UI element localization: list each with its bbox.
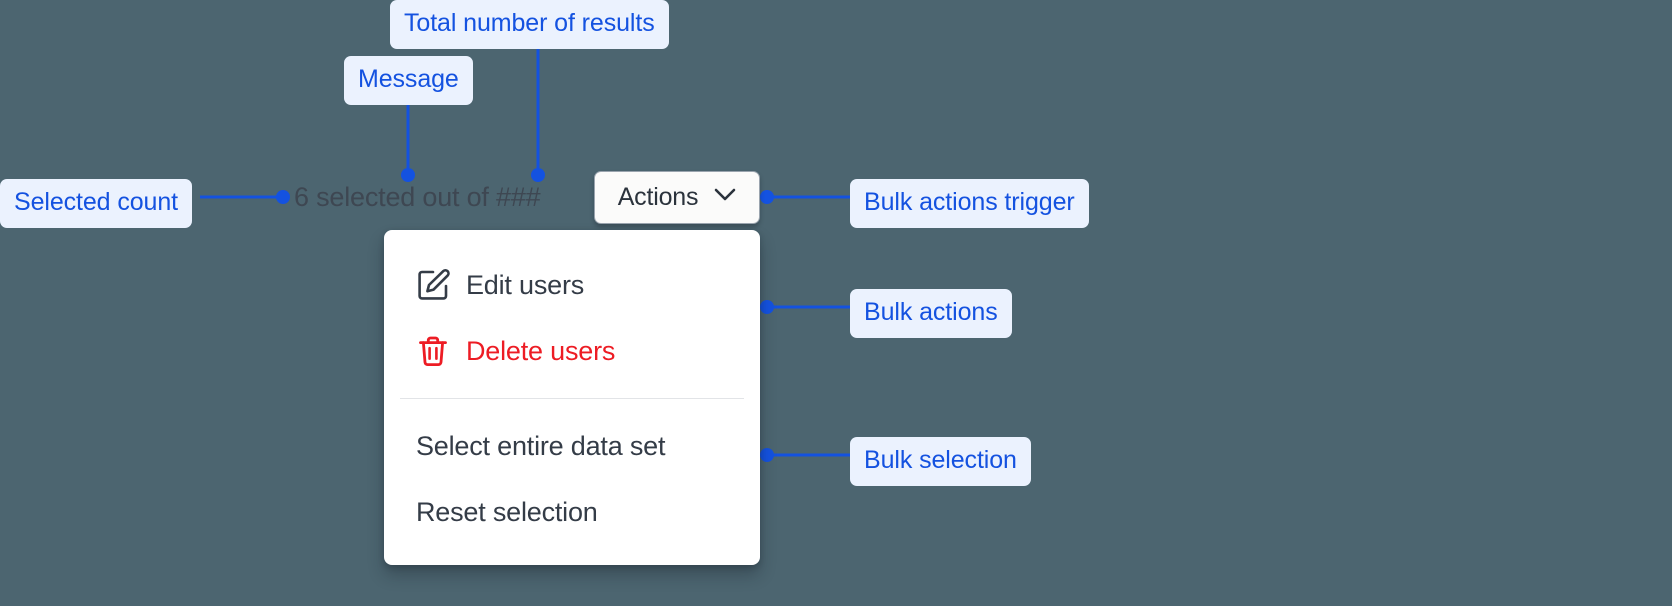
- connector-dot-bulk-actions-trigger: [760, 190, 774, 204]
- menu-item-reset-selection-label: Reset selection: [416, 496, 598, 527]
- menu-item-select-entire-data-set-label: Select entire data set: [416, 430, 666, 461]
- menu-divider: [400, 398, 744, 399]
- bulk-actions-trigger-button[interactable]: Actions: [594, 171, 760, 224]
- bulk-actions-trigger-label: Actions: [617, 183, 699, 211]
- trash-icon: [416, 334, 450, 368]
- menu-item-delete-users-label: Delete users: [466, 335, 616, 366]
- menu-item-delete-users[interactable]: Delete users: [384, 318, 760, 384]
- callout-bulk-selection: Bulk selection: [850, 437, 1031, 486]
- callout-selected-count: Selected count: [0, 179, 192, 228]
- callout-bulk-actions: Bulk actions: [850, 289, 1012, 338]
- edit-pencil-square-icon: [416, 268, 450, 302]
- callout-total-number-of-results: Total number of results: [390, 0, 669, 49]
- connector-dot-selected-count: [276, 190, 290, 204]
- menu-item-select-entire-data-set[interactable]: Select entire data set: [384, 413, 760, 479]
- callout-message: Message: [344, 56, 473, 105]
- connector-dot-bulk-selection: [760, 448, 774, 462]
- callout-bulk-actions-trigger: Bulk actions trigger: [850, 179, 1089, 228]
- menu-item-edit-users-label: Edit users: [466, 269, 585, 300]
- selection-count-message: 6 selected out of ###: [294, 182, 541, 212]
- connector-dot-bulk-actions: [760, 300, 774, 314]
- menu-item-edit-users[interactable]: Edit users: [384, 252, 760, 318]
- menu-item-reset-selection[interactable]: Reset selection: [384, 479, 760, 545]
- chevron-down-icon: [714, 188, 736, 207]
- bulk-actions-menu[interactable]: Edit users Delete users Select entire da…: [384, 230, 760, 565]
